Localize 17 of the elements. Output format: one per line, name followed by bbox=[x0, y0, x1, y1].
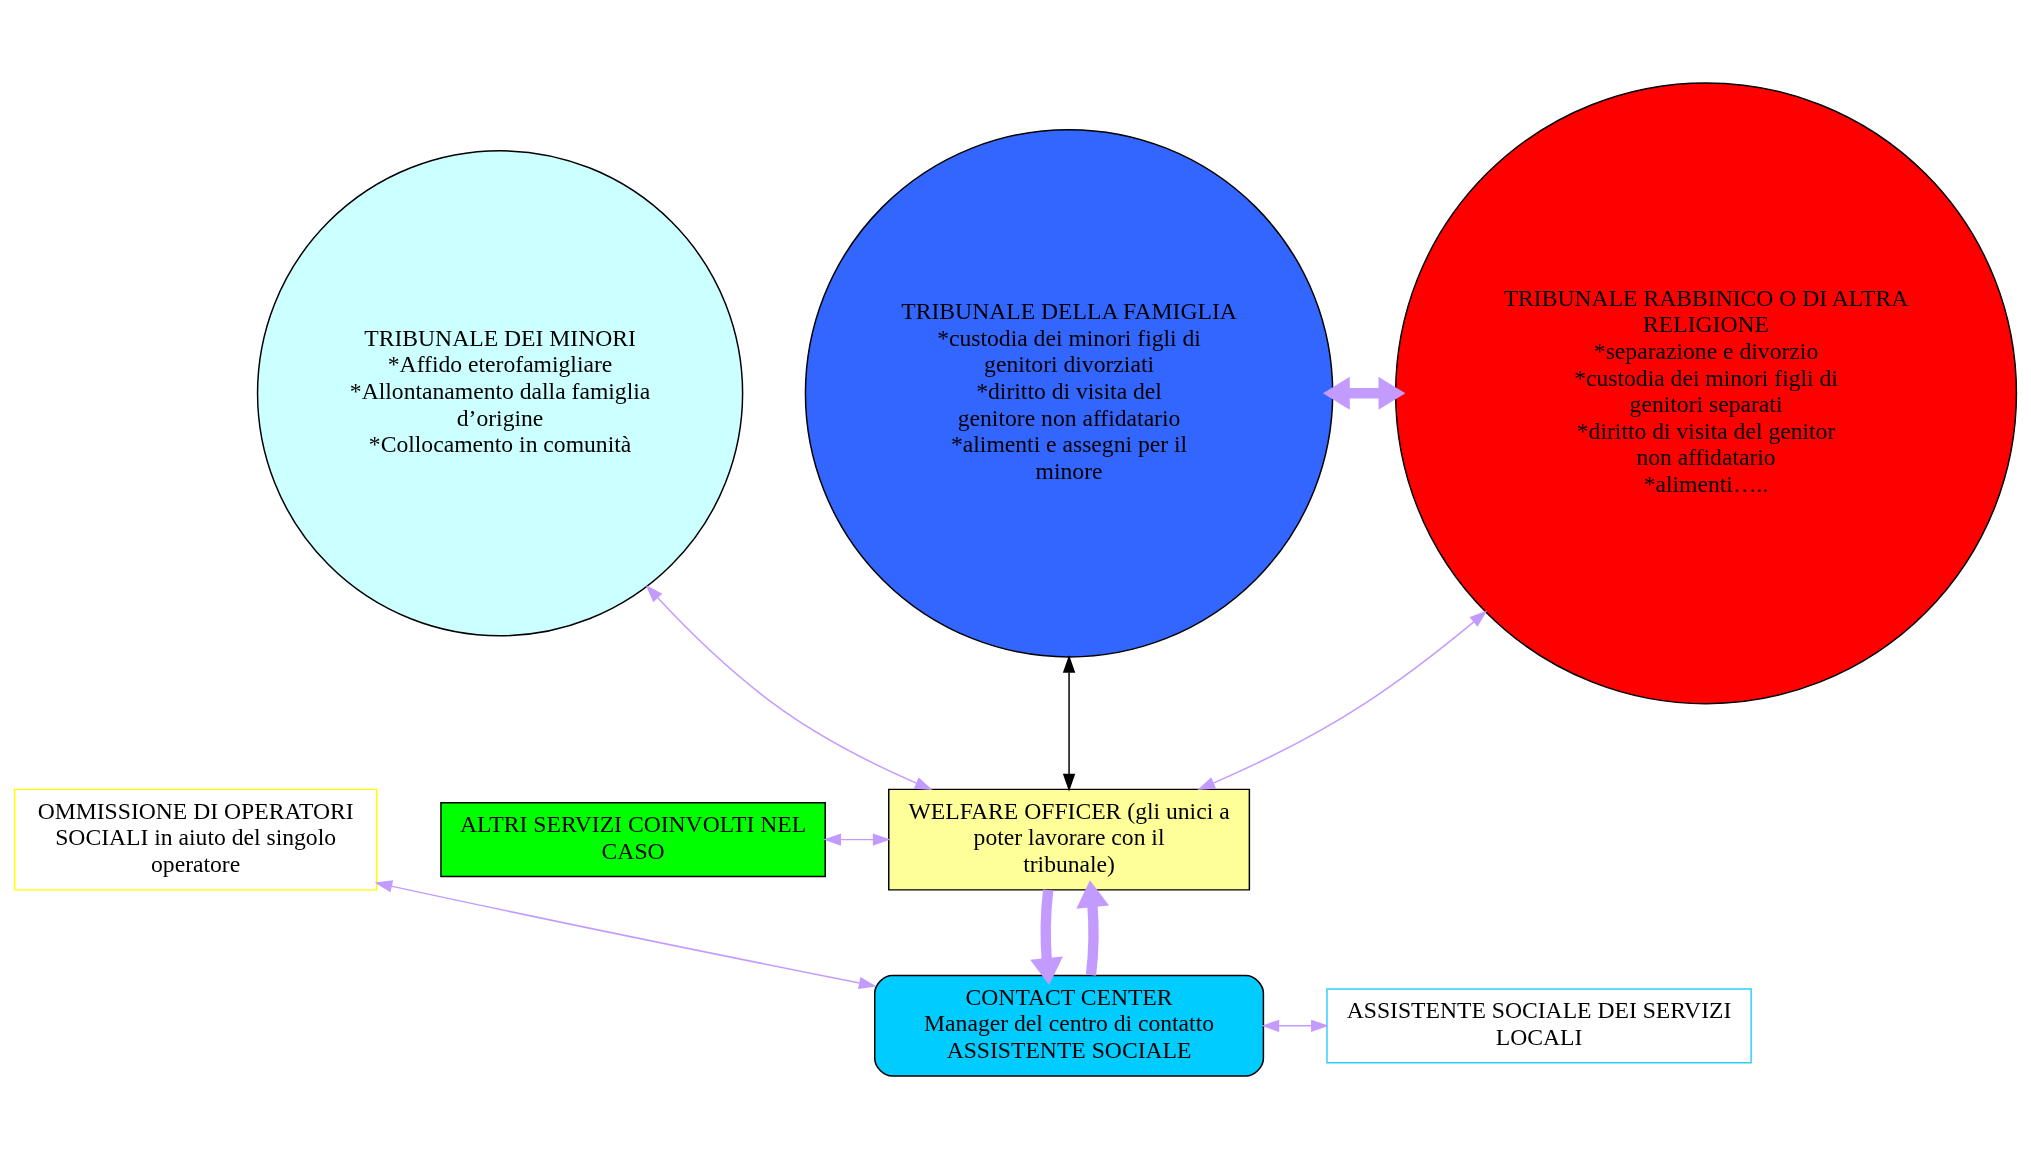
arrow bbox=[645, 584, 933, 790]
node-box: WELFARE OFFICER (gli unici a poter lavorare con il tribunale) bbox=[888, 788, 1251, 891]
arrow bbox=[1076, 879, 1110, 976]
node-circle: TRIBUNALE RABBINICO O DI ALTRA RELIGIONE *separazione e divorzio *custodia dei minori figli di genitori separati *diritto di visita del genitor non affidatario *alimenti….. bbox=[1394, 81, 2018, 704]
arrow bbox=[1062, 654, 1076, 792]
arrow bbox=[1197, 610, 1488, 790]
node-box: ALTRI SERVIZI COINVOLTI NEL CASO bbox=[440, 801, 826, 877]
node-box: OMMISSIONE DI OPERATORI SOCIALI in aiuto del singolo operatore bbox=[13, 788, 378, 891]
node-box: CONTACT CENTER Manager del centro di contatto ASSISTENTE SOCIALE bbox=[874, 974, 1265, 1077]
arrow bbox=[1030, 889, 1063, 985]
node-circle: TRIBUNALE DEI MINORI *Affido eterofamigliare *Allontanamento dalla famiglia d’origine *Collocamento in comunità bbox=[256, 149, 744, 637]
arrow bbox=[374, 879, 877, 989]
node-box: ASSISTENTE SOCIALE DEI SERVIZI LOCALI bbox=[1326, 987, 1752, 1064]
arrow bbox=[1322, 376, 1406, 410]
arrow bbox=[823, 832, 891, 846]
node-circle: TRIBUNALE DELLA FAMIGLIA *custodia dei minori figli di genitori divorziati *diritto di visita del genitore non affidatario *alimenti e assegni per il minore bbox=[804, 128, 1334, 658]
arrow bbox=[1261, 1019, 1329, 1032]
